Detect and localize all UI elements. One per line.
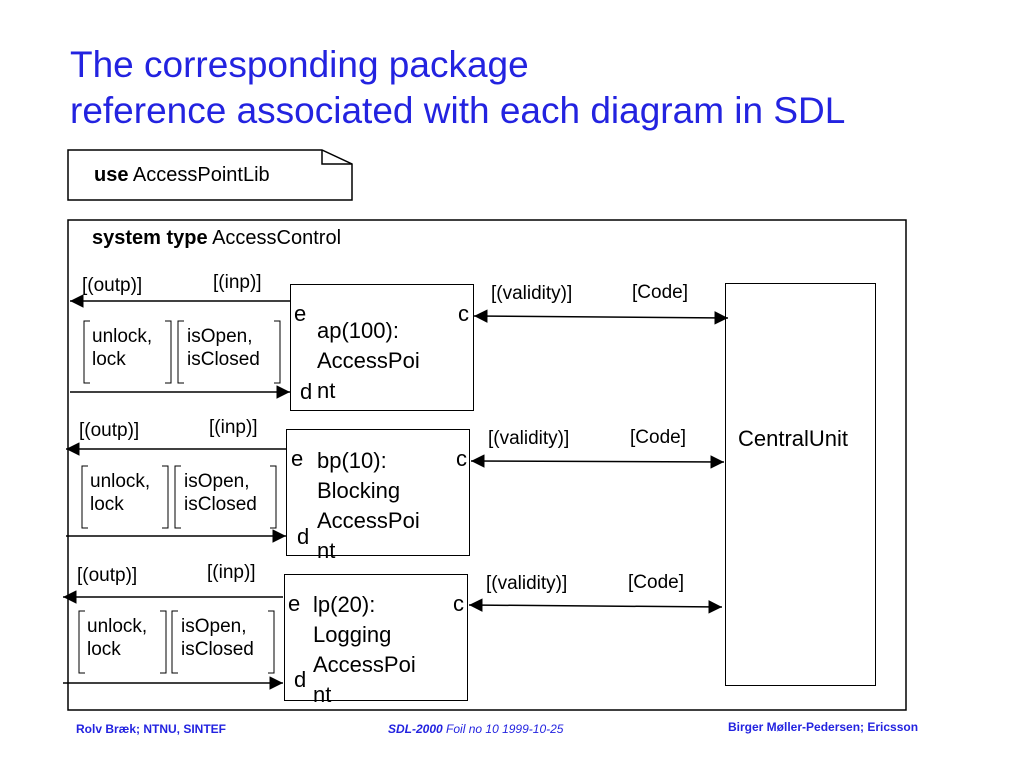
outp-label-2: [(outp)] [79, 420, 140, 441]
package-ref-symbol [67, 149, 353, 201]
gate-e-3: e [288, 591, 301, 616]
footer-right: Birger Møller-Pedersen; Ericsson [728, 720, 919, 734]
gate-d-2: d [297, 524, 310, 549]
gate-c-2: c [456, 446, 467, 471]
code-channel-arrow-1 [473, 309, 729, 325]
gate-d-1: d [300, 379, 313, 404]
signal-isclosed: isClosed [184, 494, 257, 515]
block-bp[interactable] [286, 429, 470, 556]
code-channel-arrow-3 [468, 598, 723, 614]
signal-isopen: isOpen, [184, 471, 250, 492]
signal-lock: lock [90, 494, 124, 515]
system-type-heading: system type AccessControl [92, 226, 341, 250]
gate-c-3: c [453, 591, 464, 616]
code-label-2: [Code] [630, 427, 686, 448]
code-channel-arrow-2 [470, 454, 725, 469]
outp-label-3: [(outp)] [77, 565, 138, 586]
block-centralunit[interactable] [725, 283, 876, 686]
validity-label-3: [(validity)] [486, 573, 568, 594]
gate-e-2: e [291, 446, 304, 471]
system-type-name: AccessControl [212, 227, 342, 249]
footer-left: Rolv Bræk; NTNU, SINTEF [76, 722, 227, 736]
signal-lock: lock [92, 349, 126, 370]
signal-isopen: isOpen, [187, 326, 253, 347]
in-signal-list-2: isOpen, isClosed [184, 470, 257, 516]
gate-e-1: e [294, 301, 307, 326]
block-label-line: nt [317, 378, 336, 403]
system-type-keyword: system type [92, 227, 208, 249]
gate-c-1: c [458, 301, 469, 326]
title-line-2: reference associated with each diagram i… [70, 90, 846, 131]
in-signal-list-1: isOpen, isClosed [187, 325, 260, 371]
block-label-line: bp(10): [317, 448, 387, 473]
code-label-1: [Code] [632, 282, 688, 303]
block-bp-label: bp(10): Blocking AccessPoi nt [317, 446, 420, 566]
block-ap-label: ap(100): AccessPoi nt [317, 316, 420, 406]
inp-label-2: [(inp)] [209, 417, 258, 438]
signal-unlock: unlock, [90, 471, 151, 492]
footer-center: SDL-2000 Foil no 10 1999-10-25 [388, 722, 563, 736]
out-signal-list-3: unlock, lock [87, 615, 147, 661]
outp-label-1: [(outp)] [82, 275, 143, 296]
signal-isclosed: isClosed [181, 639, 254, 660]
use-keyword: use [94, 164, 129, 186]
gate-d-3: d [294, 667, 307, 692]
block-label-line: AccessPoi [317, 348, 420, 373]
slide-title: The corresponding package reference asso… [70, 42, 845, 134]
validity-label-2: [(validity)] [488, 428, 570, 449]
out-signal-list-2: unlock, lock [90, 470, 150, 516]
validity-label-1: [(validity)] [491, 283, 573, 304]
block-label-line: lp(20): [313, 592, 376, 617]
block-label-line: AccessPoi [317, 508, 420, 533]
signal-list-brackets [78, 320, 281, 674]
block-lp-label: lp(20): Logging AccessPoi nt [313, 590, 416, 710]
system-frame [67, 219, 907, 711]
code-label-3: [Code] [628, 572, 684, 593]
package-name: AccessPointLib [132, 164, 270, 186]
title-line-1: The corresponding package [70, 44, 529, 85]
package-reference: use AccessPointLib [94, 163, 270, 187]
out-signal-list-1: unlock, lock [92, 325, 152, 371]
signal-unlock: unlock, [92, 326, 153, 347]
signal-isclosed: isClosed [187, 349, 260, 370]
block-label-line: Blocking [317, 478, 401, 503]
signal-lock: lock [87, 639, 121, 660]
block-label-line: nt [317, 538, 336, 563]
inp-label-3: [(inp)] [207, 562, 256, 583]
footer-sdl: SDL-2000 [388, 722, 443, 736]
block-label-line: ap(100): [317, 318, 399, 343]
block-label-line: Logging [313, 622, 392, 647]
block-lp[interactable] [284, 574, 468, 701]
block-ap[interactable] [290, 284, 474, 411]
block-label-line: nt [313, 682, 332, 707]
in-signal-list-3: isOpen, isClosed [181, 615, 254, 661]
signal-unlock: unlock, [87, 616, 148, 637]
block-label-line: AccessPoi [313, 652, 416, 677]
signal-isopen: isOpen, [181, 616, 247, 637]
inp-label-1: [(inp)] [213, 272, 262, 293]
centralunit-label: CentralUnit [738, 426, 849, 451]
footer-foil: Foil no 10 1999-10-25 [446, 722, 564, 736]
